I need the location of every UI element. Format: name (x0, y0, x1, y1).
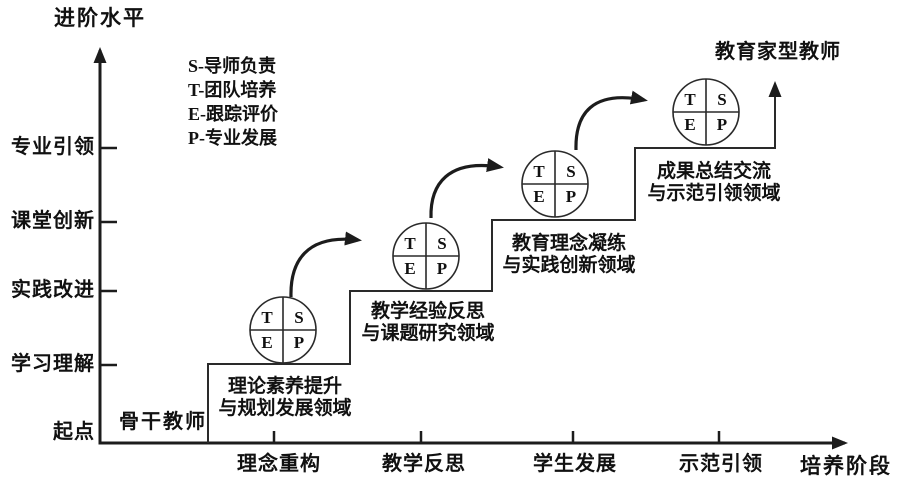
y-tick-label: 起点 (53, 421, 95, 443)
step-3-label: 教育理念凝练 与实践创新领域 (469, 233, 669, 277)
quadrant-letter-e: E (533, 187, 545, 206)
legend-item-t: T-团队培养 (188, 80, 277, 100)
quadrant-letter-p: P (436, 259, 448, 278)
y-tick-label: 学习理解 (11, 353, 95, 375)
curved-arrow-3 (574, 90, 648, 151)
quadrant-letter-p: P (716, 115, 728, 134)
x-axis-ticks (272, 431, 721, 443)
quadrant-letter-e: E (261, 333, 273, 352)
quadrant-letter-s: S (717, 90, 727, 109)
x-tick-label: 示范引领 (679, 453, 763, 475)
tsep-circle-4 (672, 78, 740, 146)
step-4-line-1: 成果总结交流 (656, 161, 771, 182)
x-axis-title: 培养阶段 (800, 454, 892, 478)
step-1-line-2: 与规划发展领域 (218, 398, 352, 419)
start-teacher-label: 骨干教师 (119, 411, 207, 433)
legend-item-e: E-跟踪评价 (188, 104, 278, 124)
quadrant-letter-p: P (565, 187, 577, 206)
step-4-label: 成果总结交流 与示范引领领域 (614, 161, 814, 205)
y-tick-label: 课堂创新 (11, 210, 95, 232)
legend-item-s: S-导师负责 (188, 56, 277, 76)
quadrant-letter-s: S (294, 308, 304, 327)
quadrant-letter-t: T (404, 234, 416, 253)
x-tick-label: 学生发展 (533, 453, 617, 475)
y-axis-title: 进阶水平 (54, 6, 146, 30)
quadrant-letter-e: E (404, 259, 416, 278)
step-2-line-2: 与课题研究领域 (361, 323, 495, 344)
goal-teacher-label: 教育家型教师 (715, 41, 841, 63)
step-3-line-2: 与实践创新领域 (502, 255, 636, 276)
y-tick-label: 专业引领 (11, 136, 95, 158)
quadrant-letter-t: T (684, 90, 696, 109)
step-3-line-1: 教育理念凝练 (511, 233, 626, 254)
curved-arrow-2 (429, 158, 504, 219)
quadrant-letter-t: T (533, 162, 545, 181)
quadrant-letter-p: P (293, 333, 305, 352)
quadrant-letter-s: S (566, 162, 576, 181)
step-4-line-2: 与示范引领领域 (647, 183, 781, 204)
x-tick-label: 理念重构 (237, 453, 321, 475)
y-tick-label: 实践改进 (11, 279, 95, 301)
tsep-circle-3 (521, 150, 589, 218)
y-axis-ticks (100, 146, 117, 367)
tsep-legend: S-导师负责 T-团队培养 E-跟踪评价 P-专业发展 (188, 54, 278, 150)
step-1-line-1: 理论素养提升 (227, 376, 342, 397)
curved-arrow-1 (289, 231, 362, 298)
step-2-label: 教学经验反思 与课题研究领域 (328, 301, 528, 345)
step-2-line-1: 教学经验反思 (370, 301, 485, 322)
tsep-circle-2 (392, 222, 460, 290)
legend-item-p: P-专业发展 (188, 128, 277, 148)
tsep-circle-1 (249, 296, 317, 364)
quadrant-letter-t: T (261, 308, 273, 327)
quadrant-letter-s: S (437, 234, 447, 253)
staircase-outline (207, 81, 782, 443)
step-1-label: 理论素养提升 与规划发展领域 (185, 376, 385, 420)
x-tick-label: 教学反思 (382, 453, 466, 475)
quadrant-letter-e: E (684, 115, 696, 134)
